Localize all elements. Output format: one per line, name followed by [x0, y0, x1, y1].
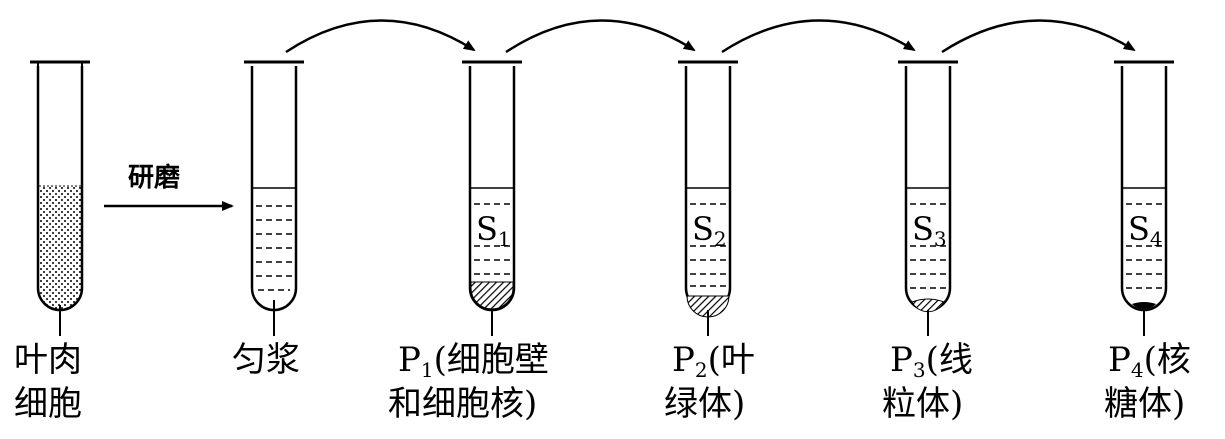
tube-s3-p3 [898, 60, 958, 336]
transfer-arrow-3 [721, 19, 916, 54]
caption-p4-line1: P4(核 [1108, 340, 1191, 382]
supernatant-s3: S3 [912, 210, 947, 251]
tube-s4-p4 [1114, 60, 1174, 336]
caption-p2-line2: 绿体) [664, 384, 745, 424]
supernatant-s4: S4 [1128, 210, 1163, 251]
tube-s1-p1 [462, 60, 522, 336]
tube-homogenate [244, 60, 304, 336]
caption-p1-line1: P1(细胞壁 [398, 340, 549, 382]
tube-s2-p2 [678, 60, 738, 336]
tube-leaf-cells [30, 60, 90, 336]
transfer-arrow-4 [941, 19, 1136, 54]
transfer-arrow-1 [285, 19, 476, 54]
caption-p2-line1: P2(叶 [672, 340, 755, 382]
caption-homogenate: 匀浆 [232, 340, 300, 380]
supernatant-s1: S1 [476, 210, 511, 251]
caption-p3-line1: P3(线 [890, 340, 973, 382]
caption-p1-line2: 和细胞核) [388, 384, 537, 424]
caption-p3-line2: 粒体) [882, 384, 963, 424]
caption-leaf-line1: 叶肉 [14, 340, 82, 380]
caption-p4-line2: 糖体) [1104, 384, 1185, 424]
grinding-label: 研磨 [128, 163, 180, 193]
transfer-arrow-2 [505, 19, 696, 54]
supernatant-s2: S2 [692, 210, 727, 251]
caption-leaf-line2: 细胞 [14, 384, 82, 424]
